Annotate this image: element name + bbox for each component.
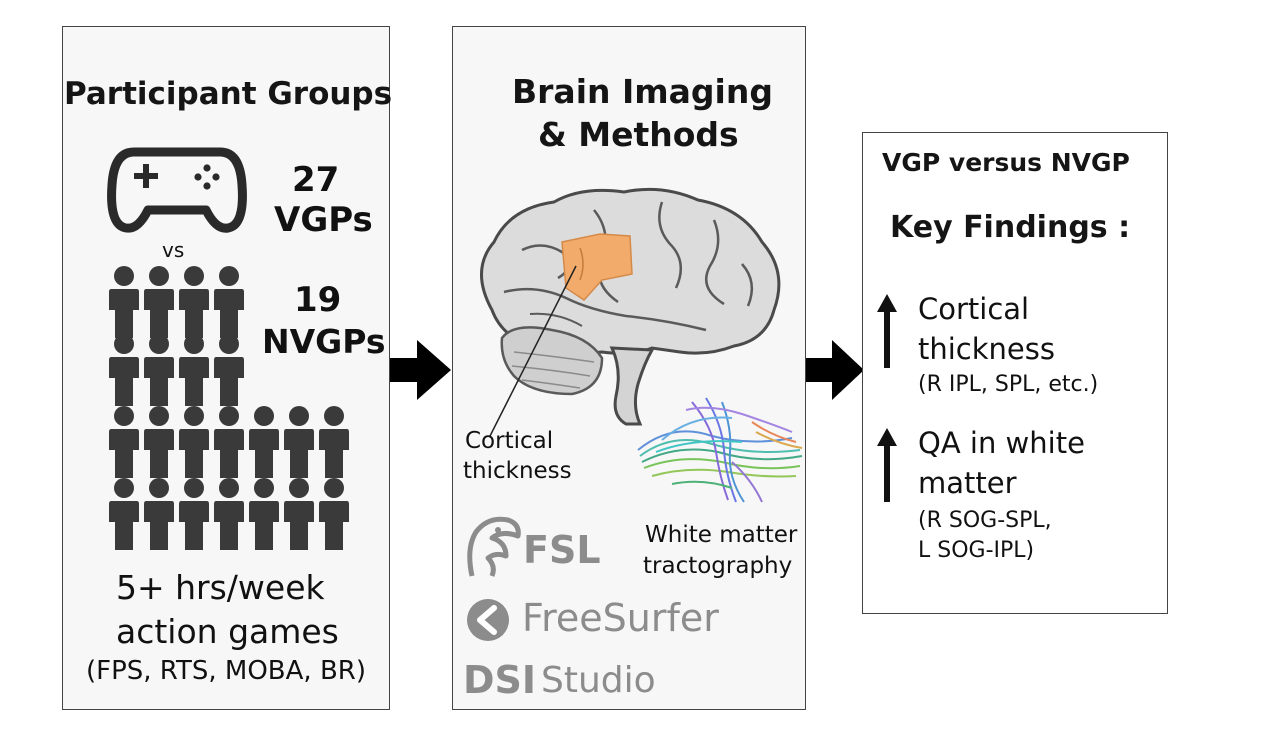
person-icon [249, 478, 279, 550]
person-icon [214, 334, 244, 406]
finding2-line1: QA in white [918, 426, 1085, 460]
cortical-label: Cortical [465, 428, 554, 454]
finding1-line2: thickness [918, 332, 1055, 366]
studio-logo-text: Studio [541, 660, 656, 701]
person-icon [179, 406, 209, 478]
person-icon [214, 406, 244, 478]
hours-per-week-text: 5+ hrs/week [116, 568, 325, 607]
flow-arrow-2 [804, 340, 864, 400]
person-icon [109, 266, 139, 338]
person-icon [214, 266, 244, 338]
person-icon [144, 266, 174, 338]
vs-label: vs [162, 238, 185, 262]
nvgp-count: 19 [294, 280, 342, 320]
brain-icon [480, 187, 781, 426]
up-arrow-icon [877, 294, 897, 368]
person-icon [214, 478, 244, 550]
key-findings-heading: Key Findings : [890, 210, 1131, 245]
tractography-icon [637, 397, 803, 503]
person-icon [284, 478, 314, 550]
person-icon [109, 478, 139, 550]
flow-arrow-1 [389, 340, 451, 400]
freesurfer-logo-text: FreeSurfer [522, 596, 719, 640]
action-games-text: action games [116, 612, 339, 651]
person-icon [144, 406, 174, 478]
nvgp-label: NVGPs [262, 322, 386, 361]
fsl-logo-icon [467, 516, 521, 577]
person-icon [179, 334, 209, 406]
leader-line [489, 265, 577, 437]
person-icon [319, 406, 349, 478]
finding2-detail2: L SOG-IPL) [918, 538, 1035, 563]
person-icon [249, 406, 279, 478]
finding1-line1: Cortical [918, 292, 1030, 326]
vgp-count: 27 [292, 160, 340, 200]
thickness-label: thickness [463, 458, 572, 484]
participant-groups-title: Participant Groups [64, 76, 393, 112]
cortical-thickness-region [561, 233, 633, 301]
brain-imaging-title: Brain Imaging [512, 72, 773, 111]
white-matter-label: White matter [645, 522, 798, 548]
dsi-logo-text: DSI [463, 658, 537, 702]
person-icon [144, 334, 174, 406]
vgp-label: VGPs [274, 200, 373, 240]
freesurfer-logo-icon [467, 599, 509, 641]
finding2-line2: matter [918, 466, 1017, 500]
person-icon [109, 334, 139, 406]
person-icon [179, 266, 209, 338]
person-icon [109, 406, 139, 478]
person-icon [179, 478, 209, 550]
game-genres-text: (FPS, RTS, MOBA, BR) [86, 656, 366, 686]
fsl-logo-text: FSL [523, 528, 601, 572]
finding1-detail: (R IPL, SPL, etc.) [918, 372, 1099, 397]
participant-icons-grid [109, 266, 349, 550]
finding2-detail1: (R SOG-SPL, [918, 508, 1052, 533]
vgp-versus-nvgp-title: VGP versus NVGP [882, 148, 1130, 177]
up-arrow-icon [877, 428, 897, 502]
person-icon [144, 478, 174, 550]
key-findings-panel [862, 132, 1168, 614]
person-icon [319, 478, 349, 550]
person-icon [284, 406, 314, 478]
methods-title: & Methods [538, 115, 739, 154]
gamepad-icon [107, 147, 247, 233]
tractography-label: tractography [643, 553, 793, 579]
